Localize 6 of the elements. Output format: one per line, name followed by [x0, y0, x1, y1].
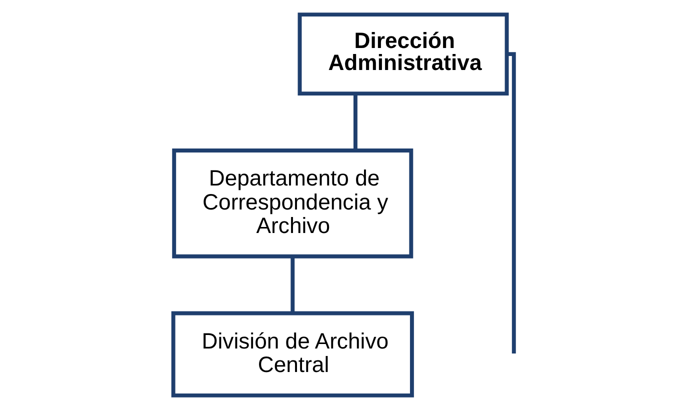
connector	[290, 256, 294, 313]
connector	[352, 94, 357, 150]
node-box: Dirección Administrativa	[297, 12, 508, 96]
connector	[506, 52, 516, 354]
node-box: Departamento de Correspondencia y Archivo	[172, 148, 413, 258]
node-box: División de Archivo Central	[170, 311, 414, 398]
